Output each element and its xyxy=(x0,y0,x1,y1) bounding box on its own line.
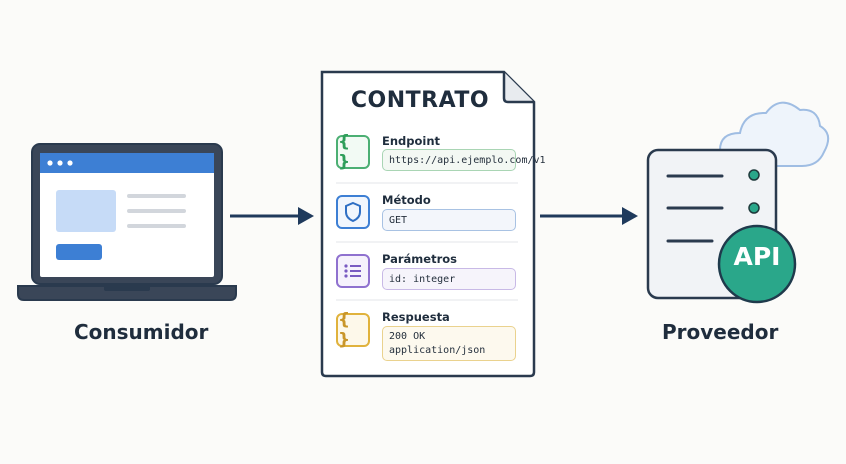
provider-label: Proveedor xyxy=(662,320,779,344)
list-icon xyxy=(336,254,370,288)
arrow-consumer-to-contract xyxy=(230,207,314,225)
method-value: GET xyxy=(382,209,516,231)
laptop-icon xyxy=(17,143,237,301)
method-label: Método xyxy=(382,193,431,207)
api-badge-label: API xyxy=(733,242,781,271)
consumer-label: Consumidor xyxy=(74,320,209,344)
curly-braces-icon: { } xyxy=(336,132,370,172)
endpoint-value: https://api.ejemplo.com/v1 xyxy=(382,149,546,171)
arrow-contract-to-provider xyxy=(540,207,638,225)
contract-title: CONTRATO xyxy=(350,88,490,113)
parameters-label: Parámetros xyxy=(382,252,458,266)
parameters-value: id: integer xyxy=(382,268,516,290)
response-value: 200 OK application/json xyxy=(382,326,516,361)
curly-braces-icon: { } xyxy=(336,310,370,350)
shield-icon xyxy=(336,195,370,229)
endpoint-label: Endpoint xyxy=(382,134,441,148)
response-label: Respuesta xyxy=(382,310,450,324)
api-badge xyxy=(717,224,797,304)
